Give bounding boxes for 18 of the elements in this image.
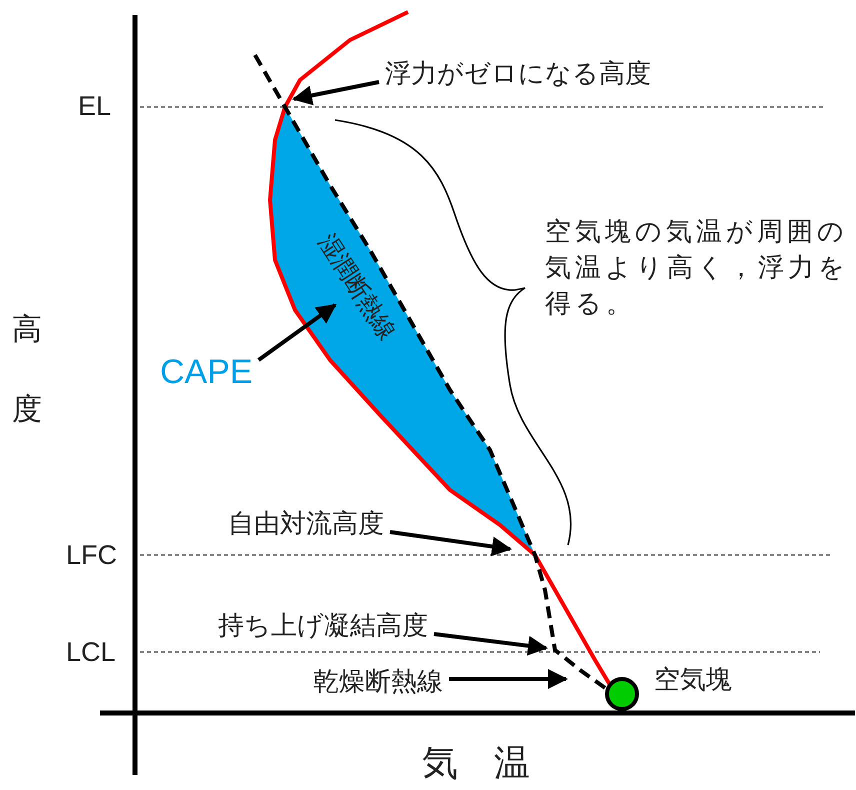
- leader-label: 乾燥断熱線: [313, 666, 443, 698]
- leader-label: 自由対流高度: [228, 508, 384, 540]
- axis-label: 高度: [12, 311, 43, 429]
- arrow: [292, 80, 380, 106]
- curve-label: 湿潤断熱線: [312, 228, 403, 346]
- level-label: LFC: [66, 539, 118, 571]
- leader-label: 持ち上げ凝結高度: [218, 610, 428, 642]
- parcel-label: 空気塊: [654, 664, 732, 696]
- level-label: EL: [78, 90, 112, 122]
- note-text: 空気塊の気温が周囲の気温より高く，浮力を得る。: [545, 216, 850, 321]
- arrow: [390, 530, 512, 556]
- axis-label: 気温: [422, 742, 566, 786]
- arrow: [434, 632, 548, 656]
- arrow: [449, 669, 568, 689]
- arrow: [257, 303, 337, 362]
- level-label: LCL: [66, 636, 116, 668]
- leader-label: CAPE: [160, 352, 253, 392]
- leader-label: 浮力がゼロになる高度: [385, 58, 651, 90]
